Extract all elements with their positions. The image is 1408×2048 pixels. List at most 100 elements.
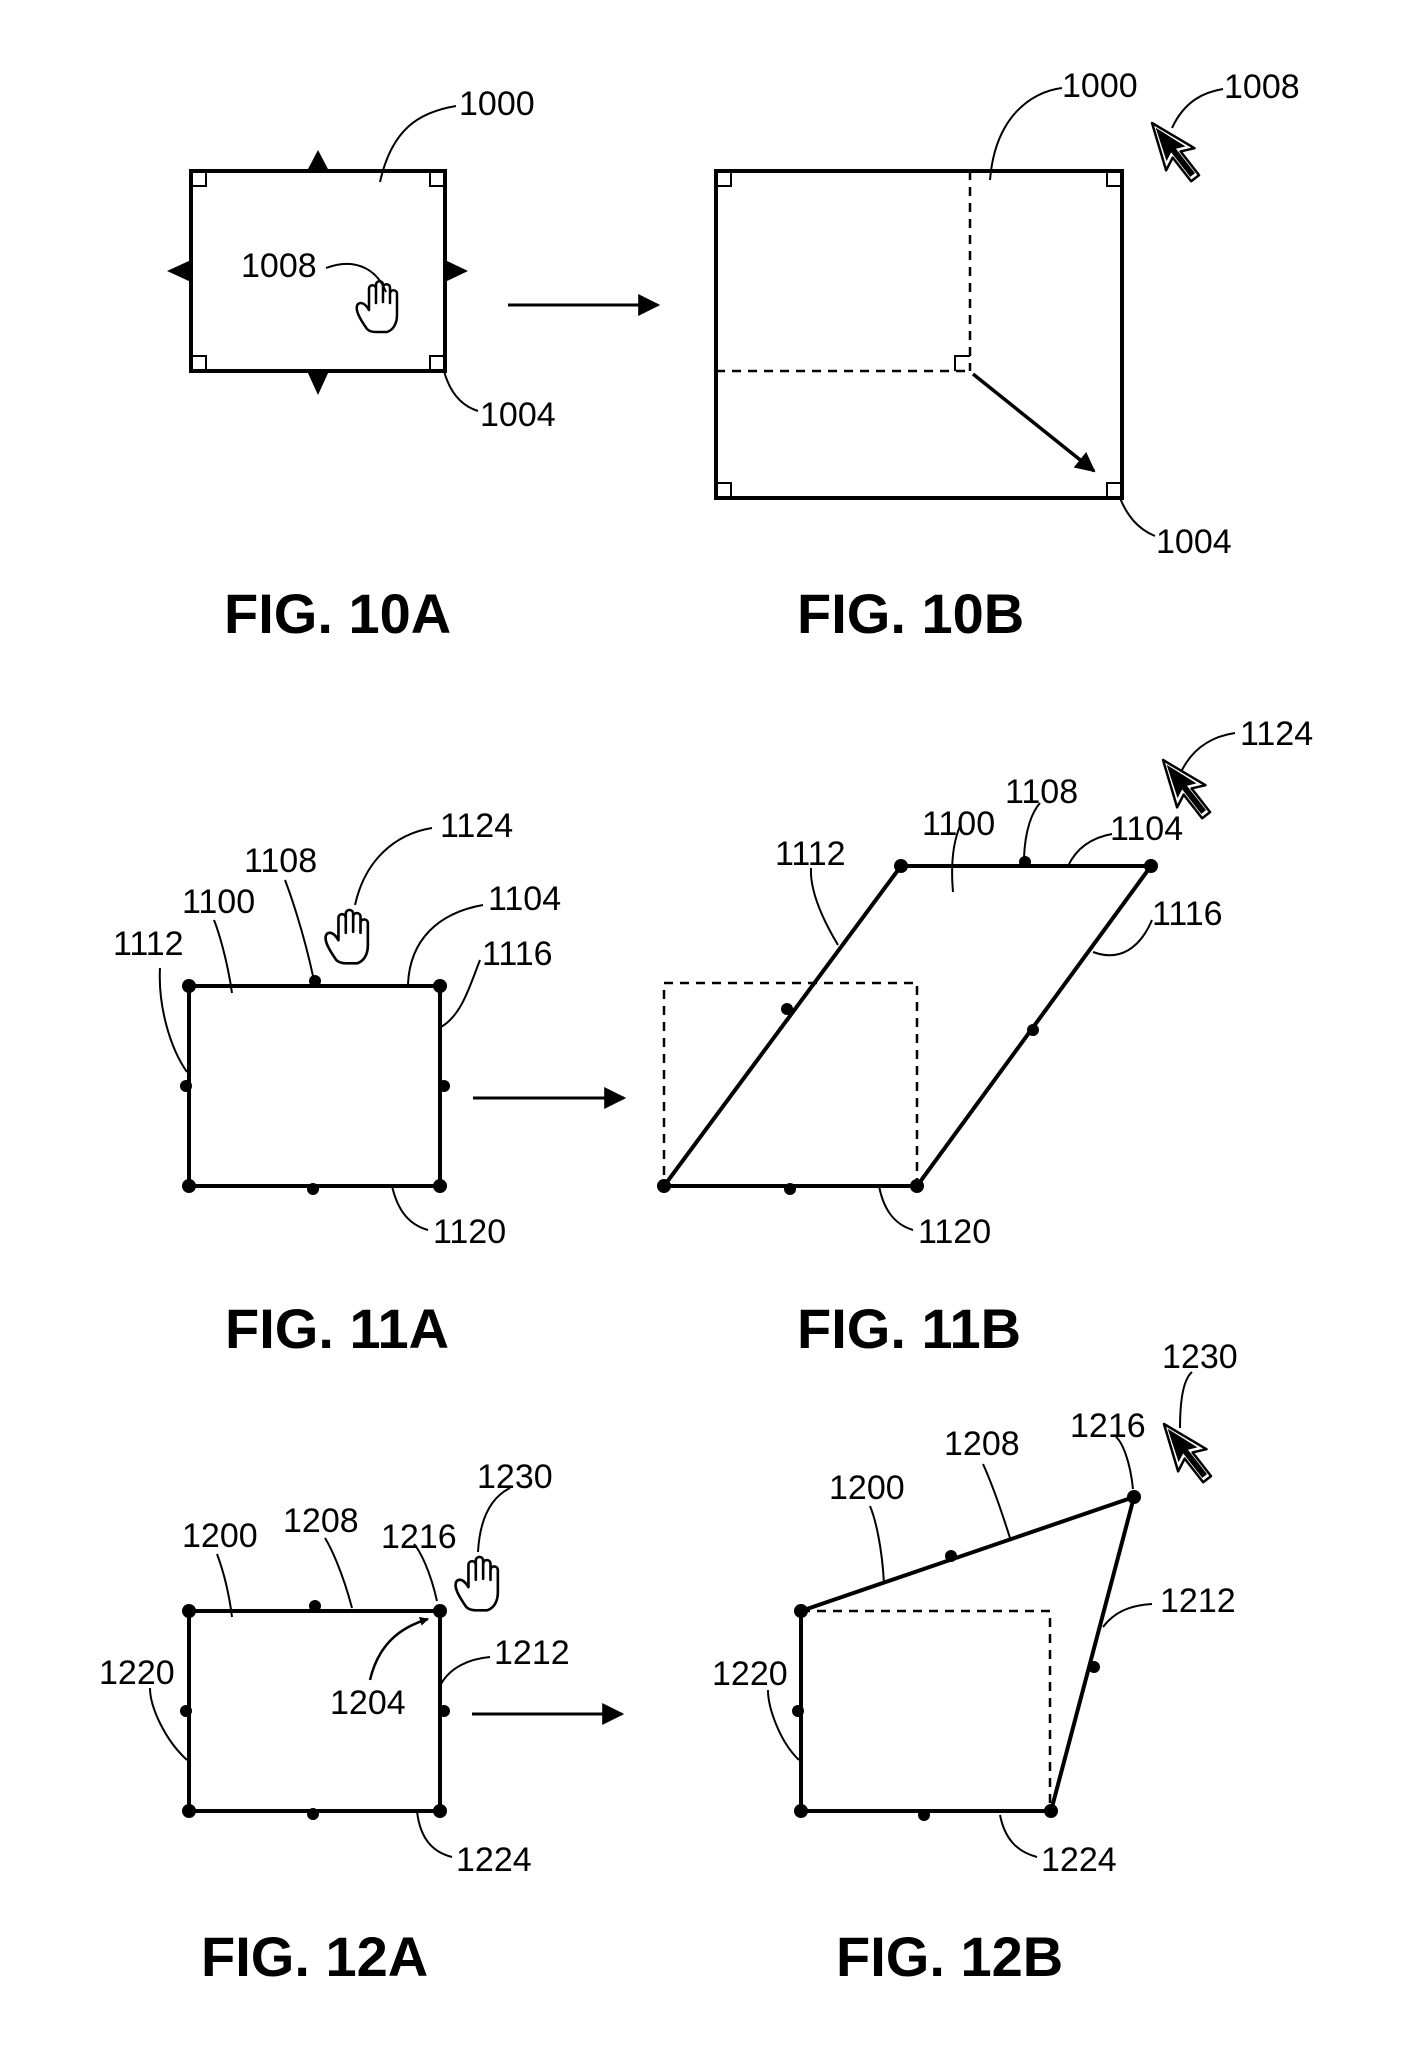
corner-marks-10b <box>716 171 1122 498</box>
sheared-shape-11b <box>660 864 1155 1188</box>
figure-12a: 1230 1200 1208 1216 1204 1220 1212 1224 … <box>99 1458 570 1988</box>
caption-fig-11a: FIG. 11A <box>225 1297 449 1360</box>
leader-1124-11a <box>354 827 433 906</box>
leader-1220-12b <box>767 1689 800 1761</box>
leader-1220-12a <box>149 1687 188 1761</box>
caption-fig-12a: FIG. 12A <box>201 1925 428 1988</box>
arrow-cursor-icon <box>1162 1422 1213 1484</box>
leader-1208-12b <box>982 1463 1011 1539</box>
leader-1100-11b <box>951 825 961 893</box>
arrow-cursor-icon <box>1150 121 1201 183</box>
label-1220-12a: 1220 <box>99 1654 175 1692</box>
shape-11a <box>187 984 442 1188</box>
label-1224-12a: 1224 <box>456 1841 532 1879</box>
label-1108-11a: 1108 <box>244 842 317 880</box>
corner-pointer-arrow-12a <box>368 1617 429 1681</box>
leader-1104-11b <box>1067 833 1113 867</box>
leader-1008-10b <box>1171 88 1224 129</box>
leader-1120-11a <box>391 1185 429 1231</box>
arrow-cursor-icon <box>1161 758 1212 820</box>
hand-icon <box>355 280 399 334</box>
label-1224-12b: 1224 <box>1041 1841 1117 1879</box>
leader-1212-12b <box>1102 1603 1153 1628</box>
caption-fig-11b: FIG. 11B <box>797 1297 1021 1360</box>
label-1216-12a: 1216 <box>381 1518 457 1556</box>
label-1124-11b: 1124 <box>1240 715 1313 753</box>
leader-1216-12a <box>413 1543 438 1602</box>
leader-1112-11b <box>809 867 839 946</box>
label-1112-11b: 1112 <box>775 835 846 873</box>
label-1116-11a: 1116 <box>482 935 553 973</box>
caption-fig-10b: FIG. 10B <box>797 582 1024 645</box>
leader-1216-12b <box>1115 1436 1134 1490</box>
handles-11a <box>180 975 450 1195</box>
leader-1000-10b <box>989 87 1063 181</box>
leader-1120-11b <box>878 1185 914 1231</box>
label-1212-12b: 1212 <box>1160 1582 1236 1620</box>
label-1008-10b: 1008 <box>1224 68 1300 106</box>
handles-12a <box>180 1600 450 1820</box>
figure-10a: 1000 1008 1004 FIG. 10A <box>167 85 556 645</box>
leader-1212-12a <box>440 1656 491 1685</box>
figure-11b: 1124 1100 1108 1104 1112 1116 1120 FIG. … <box>657 715 1313 1360</box>
label-1216-12b: 1216 <box>1070 1407 1146 1445</box>
leader-1108-11b <box>1023 802 1041 859</box>
label-1220-12b: 1220 <box>712 1655 788 1693</box>
drag-direction-arrow-10b <box>971 372 1096 473</box>
caption-fig-10a: FIG. 10A <box>224 582 451 645</box>
leader-1200-12b <box>869 1505 885 1585</box>
distorted-shape-12b <box>799 1493 1137 1813</box>
label-1000-10a: 1000 <box>459 85 535 123</box>
leader-1000-10a <box>379 105 457 183</box>
figure-12b: 1230 1216 1208 1200 1212 1220 1224 FIG. … <box>712 1338 1238 1988</box>
window-10a <box>189 169 447 373</box>
label-1116-11b: 1116 <box>1152 895 1223 933</box>
label-1120-11a: 1120 <box>433 1213 506 1251</box>
handles-12b <box>792 1490 1141 1821</box>
corner-marks-10a <box>191 171 445 371</box>
leader-1230-12a <box>477 1487 511 1553</box>
label-1212-12a: 1212 <box>494 1634 570 1672</box>
original-outline-10b <box>716 171 972 373</box>
original-outline-12b <box>801 1609 1052 1811</box>
label-1208-12a: 1208 <box>283 1502 359 1540</box>
leader-1008-10a <box>325 262 387 293</box>
figure-10b: 1000 1008 1004 FIG. 10B <box>714 67 1300 645</box>
label-1208-12b: 1208 <box>944 1425 1020 1463</box>
label-1008-10a: 1008 <box>241 247 317 285</box>
label-1120-11b: 1120 <box>918 1213 991 1251</box>
leader-1124-11b <box>1181 732 1236 771</box>
caption-fig-12b: FIG. 12B <box>836 1925 1063 1988</box>
hand-icon <box>454 1555 500 1612</box>
hand-icon <box>324 908 370 965</box>
window-10b <box>714 169 1124 500</box>
label-1004-10b: 1004 <box>1156 523 1232 561</box>
label-1200-12a: 1200 <box>182 1517 258 1555</box>
label-1230-12b: 1230 <box>1162 1338 1238 1376</box>
label-1200-12b: 1200 <box>829 1469 905 1507</box>
leader-1104-11a <box>407 904 484 985</box>
label-1108-11b: 1108 <box>1005 773 1078 811</box>
label-1124-11a: 1124 <box>440 807 513 845</box>
label-1112-11a: 1112 <box>113 925 184 963</box>
leader-1108-11a <box>284 879 314 977</box>
leader-1116-11b <box>1092 919 1153 957</box>
leader-1230-12b <box>1179 1371 1193 1429</box>
leader-1208-12a <box>324 1537 353 1609</box>
label-1104-11a: 1104 <box>488 880 561 918</box>
leader-1004-10a <box>443 370 479 412</box>
leader-1224-12a <box>416 1810 453 1858</box>
leader-1004-10b <box>1119 497 1156 537</box>
figure-11a: 1124 1108 1100 1112 1104 1116 1120 FIG. … <box>113 807 561 1360</box>
leader-1200-12a <box>216 1553 233 1618</box>
leader-1116-11a <box>440 959 481 1028</box>
handles-11b <box>657 856 1158 1195</box>
label-1004-10a: 1004 <box>480 396 556 434</box>
label-1204-12a: 1204 <box>330 1684 406 1722</box>
label-1000-10b: 1000 <box>1062 67 1138 105</box>
label-1100-11a: 1100 <box>182 883 255 921</box>
label-1230-12a: 1230 <box>477 1458 553 1496</box>
resize-arrows-10a <box>167 150 468 395</box>
leader-1112-11a <box>158 967 188 1073</box>
